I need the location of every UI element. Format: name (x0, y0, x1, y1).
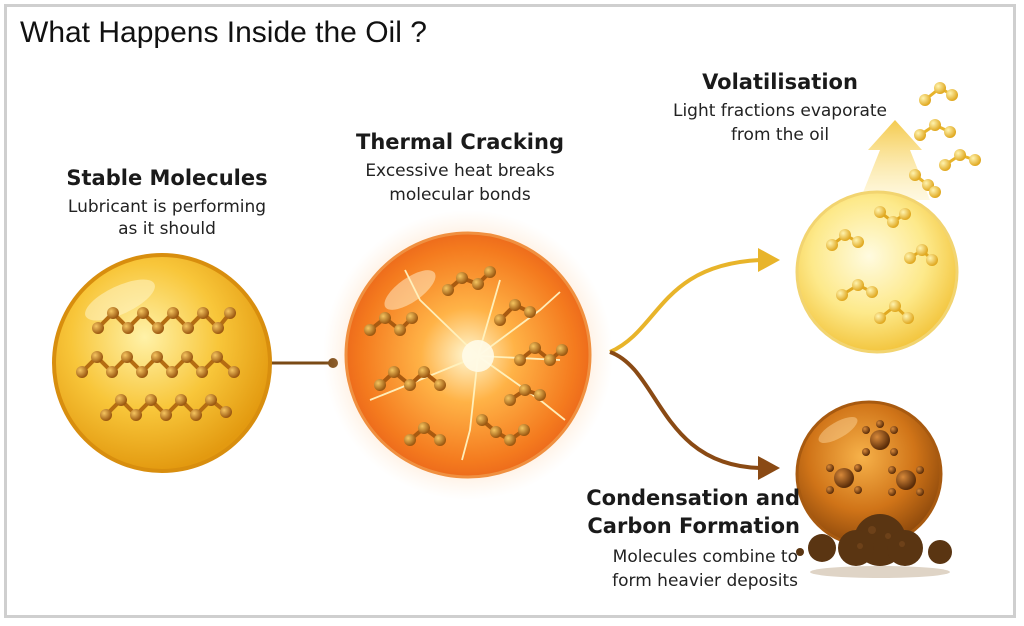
condensation-sphere (795, 400, 952, 578)
volatilisation-description-line1: Light fractions evaporate (672, 101, 888, 121)
condensation-description-line1: Molecules combine to (612, 547, 798, 567)
cracking-heading: Thermal Cracking (356, 130, 564, 154)
evaporating-molecules (909, 82, 981, 198)
volatilisation-sphere (795, 120, 959, 354)
split-arrows (609, 248, 780, 480)
page-title: What Happens Inside the Oil ? (20, 16, 427, 49)
condensation-heading-line2: Carbon Formation (587, 514, 800, 538)
volatilisation-description-line2: from the oil (730, 125, 830, 145)
condensation-description-line2: form heavier deposits (612, 571, 798, 591)
cracking-description-line2: molecular bonds (389, 185, 531, 205)
stable-heading: Stable Molecules (66, 166, 268, 190)
arrow-to-volatilisation (609, 258, 761, 354)
arrow-head-up (758, 248, 780, 272)
arrow-head-down (758, 456, 780, 480)
carbon-deposits (796, 514, 952, 578)
stable-molecules-sphere (52, 253, 272, 473)
cracking-description-line1: Excessive heat breaks (365, 161, 555, 181)
volatilisation-heading: Volatilisation (702, 70, 858, 94)
arrow-to-condensation (609, 350, 761, 470)
heavy-molecule (826, 420, 924, 496)
stable-description-line2: as it should (118, 219, 216, 239)
condensation-heading-line1: Condensation and (586, 486, 800, 510)
stable-description-line1: Lubricant is performing (67, 197, 267, 217)
thermal-cracking-sphere (323, 210, 613, 500)
